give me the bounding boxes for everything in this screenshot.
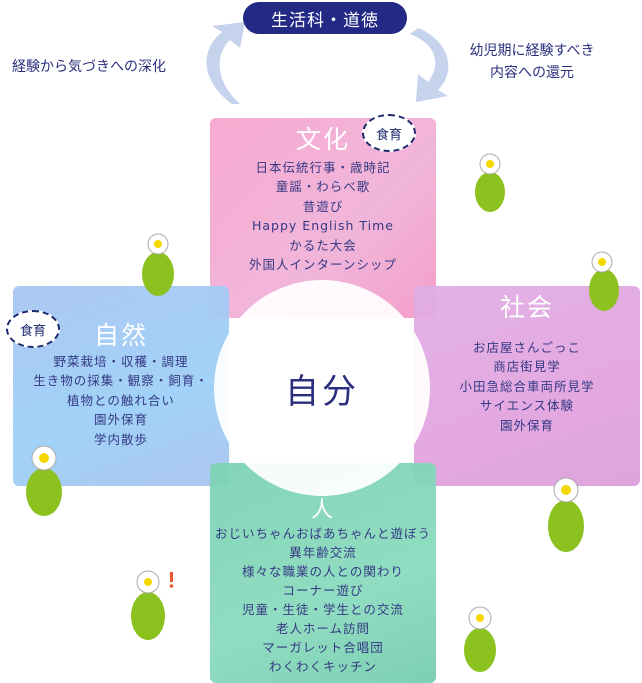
mascot-character-icon: [464, 606, 496, 672]
list-item: 園外保育: [93, 412, 148, 427]
food-education-bubble: 食育: [362, 114, 416, 152]
section-society: 社会 お店屋さんごっこ 商店街見学 小田急総合車両所見学 サイエンス体験 園外保…: [414, 286, 640, 486]
food-education-bubble: 食育: [6, 310, 60, 348]
mascot-character-icon: [475, 153, 505, 212]
list-item: サイエンス体験: [479, 398, 575, 413]
list-item: おじいちゃんおばあちゃんと遊ぼう: [214, 526, 431, 541]
mascot-character-icon: [26, 445, 62, 516]
list-item: 老人ホーム訪問: [275, 621, 371, 636]
list-item: お店屋さんごっこ: [472, 339, 581, 355]
list-item: 園外保育: [499, 417, 554, 433]
section-title: 社会: [499, 293, 554, 322]
list-item: 異年齢交流: [289, 545, 357, 560]
center-self: 自分: [214, 280, 430, 496]
left-note: 経験から気づきへの深化: [12, 59, 166, 75]
section-culture: 文化 日本伝統行事・歳時記 童謡・わらべ歌 昔遊び Happy English …: [210, 118, 436, 318]
list-item: 小田急総合車両所見学: [459, 378, 595, 394]
list-item: 昔遊び: [302, 198, 344, 214]
subject-title-pill: 生活科・道徳: [243, 2, 407, 34]
section-title: 文化: [295, 125, 350, 154]
list-item: 生き物の採集・観察・飼育・: [33, 373, 209, 388]
list-item: 植物との触れ合い: [67, 392, 175, 408]
mascot-character-icon: [589, 251, 619, 311]
list-item: わくわくキッチン: [268, 659, 377, 674]
right-note-line1: 幼児期に経験すべき: [469, 43, 595, 59]
list-item: マーガレット合唱団: [262, 640, 384, 655]
list-item: 学内散歩: [93, 431, 148, 447]
section-title: 人: [310, 498, 335, 523]
list-item: Happy English Time: [252, 218, 394, 233]
right-note: 幼児期に経験すべき 内容への還元: [452, 40, 612, 84]
section-people: 人 おじいちゃんおばあちゃんと遊ぼう 異年齢交流 様々な職業の人との関わり コー…: [210, 463, 436, 683]
mascot-character-icon: [142, 233, 174, 296]
list-item: 外国人インターンシップ: [249, 257, 397, 272]
right-arrow-icon: [410, 28, 449, 102]
section-title: 自然: [93, 321, 148, 350]
list-item: 日本伝統行事・歳時記: [255, 159, 391, 175]
list-item: 児童・生徒・学生との交流: [242, 602, 404, 617]
list-item: かるた大会: [289, 237, 357, 253]
list-item: 童謡・わらべ歌: [275, 179, 371, 194]
right-note-line2: 内容への還元: [490, 65, 574, 81]
list-item: 商店街見学: [493, 359, 561, 374]
list-item: 野菜栽培・収穫・調理: [53, 353, 189, 369]
mascot-character-icon: [131, 570, 174, 640]
left-arrow-icon: [206, 22, 245, 104]
cycle-arrows: [206, 22, 449, 104]
list-item: 様々な職業の人との関わり: [242, 564, 404, 579]
list-item: コーナー遊び: [282, 583, 364, 598]
mascot-character-icon: [548, 477, 584, 552]
